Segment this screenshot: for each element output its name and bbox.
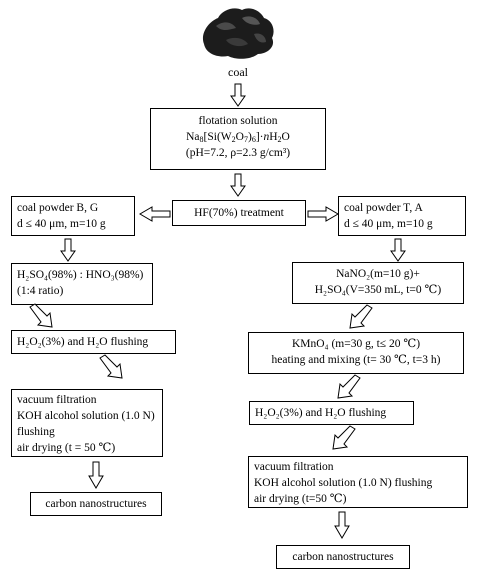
right-vac-line2: KOH alcohol solution (1.0 N) flushing [254, 477, 433, 489]
left-vac-line3: flushing [17, 426, 55, 438]
flotation-solution-box: flotation solution Na8[Si(W2O7)6]·nH2O (… [150, 108, 326, 170]
arrow-flotation-to-hf [230, 173, 246, 197]
arrow-bg-to-acid [60, 238, 76, 262]
coal-powder-ta-box: coal powder T, A d ≤ 40 μm, m=10 g [338, 196, 466, 236]
right-result-box: carbon nanostructures [276, 545, 410, 569]
left-flushing-box: H₂O₂(3%) and H₂O flushing [11, 330, 176, 354]
right-vacuum-filtration-box: vacuum filtration KOH alcohol solution (… [248, 456, 468, 508]
acid-mixture-label: H₂SO₄(98%) : HNO₃(98%) [17, 269, 144, 281]
coal-powder-bg-label: coal powder B, G [17, 202, 99, 214]
kmno4-line1: KMnO₄ (m=30 g, t≤ 20 ℃) [291, 338, 421, 350]
left-vac-line1: vacuum filtration [17, 394, 97, 406]
right-vac-line1: vacuum filtration [254, 461, 334, 473]
right-flushing-box: H₂O₂(3%) and H₂O flushing [249, 401, 414, 425]
arrow-nano2-to-kmno4 [349, 304, 373, 329]
arrow-hf-to-right [307, 206, 339, 222]
acid-ratio: (1:4 ratio) [17, 285, 64, 297]
coal-powder-bg-box: coal powder B, G d ≤ 40 μm, m=10 g [11, 196, 135, 236]
coal-label: coal [228, 65, 248, 79]
arrow-flush-to-vacuum [99, 354, 123, 379]
arrow-ta-to-nano2 [390, 238, 406, 262]
hf-treatment-box: HF(70%) treatment [172, 200, 306, 226]
flotation-conditions: (pH=7.2, ρ=2.3 g/cm³) [185, 147, 291, 159]
kmno4-box: KMnO₄ (m=30 g, t≤ 20 ℃) heating and mixi… [248, 332, 464, 374]
arrow-kmno4-to-flush [337, 374, 361, 399]
coal-powder-bg-size: d ≤ 40 μm, m=10 g [17, 218, 106, 230]
arrow-vacuum-to-result-right [334, 511, 350, 539]
left-vac-line2: KOH alcohol solution (1.0 N) [17, 410, 155, 422]
kmno4-line2: heating and mixing (t= 30 ℃, t=3 h) [271, 354, 441, 366]
arrow-hf-to-left [139, 206, 171, 222]
flotation-formula: Na8[Si(W2O7)6]·nH2O [186, 131, 290, 144]
nano2-box: NaNO₂(m=10 g)+ H₂SO₄(V=350 mL, t=0 ℃) [292, 262, 464, 304]
arrow-acid-to-flush [29, 303, 53, 328]
acid-mixture-box: H₂SO₄(98%) : HNO₃(98%) (1:4 ratio) [11, 263, 153, 305]
coal-powder-ta-size: d ≤ 40 μm, m=10 g [344, 218, 433, 230]
left-vacuum-filtration-box: vacuum filtration KOH alcohol solution (… [11, 389, 163, 457]
arrow-vacuum-to-result [88, 461, 104, 489]
left-vac-line4: air drying (t = 50 ℃) [17, 442, 116, 454]
coal-lump-image [202, 8, 274, 59]
arrow-flush-to-vacuum-right [332, 425, 356, 450]
right-vac-line3: air drying (t=50 ℃) [254, 493, 347, 505]
left-result-box: carbon nanostructures [30, 492, 162, 516]
flotation-title: flotation solution [198, 115, 278, 127]
arrow-coal-to-flotation [230, 83, 246, 107]
nano2-line1: NaNO₂(m=10 g)+ [336, 268, 420, 280]
nano2-line2: H₂SO₄(V=350 mL, t=0 ℃) [314, 284, 442, 296]
coal-powder-ta-label: coal powder T, A [344, 202, 423, 214]
